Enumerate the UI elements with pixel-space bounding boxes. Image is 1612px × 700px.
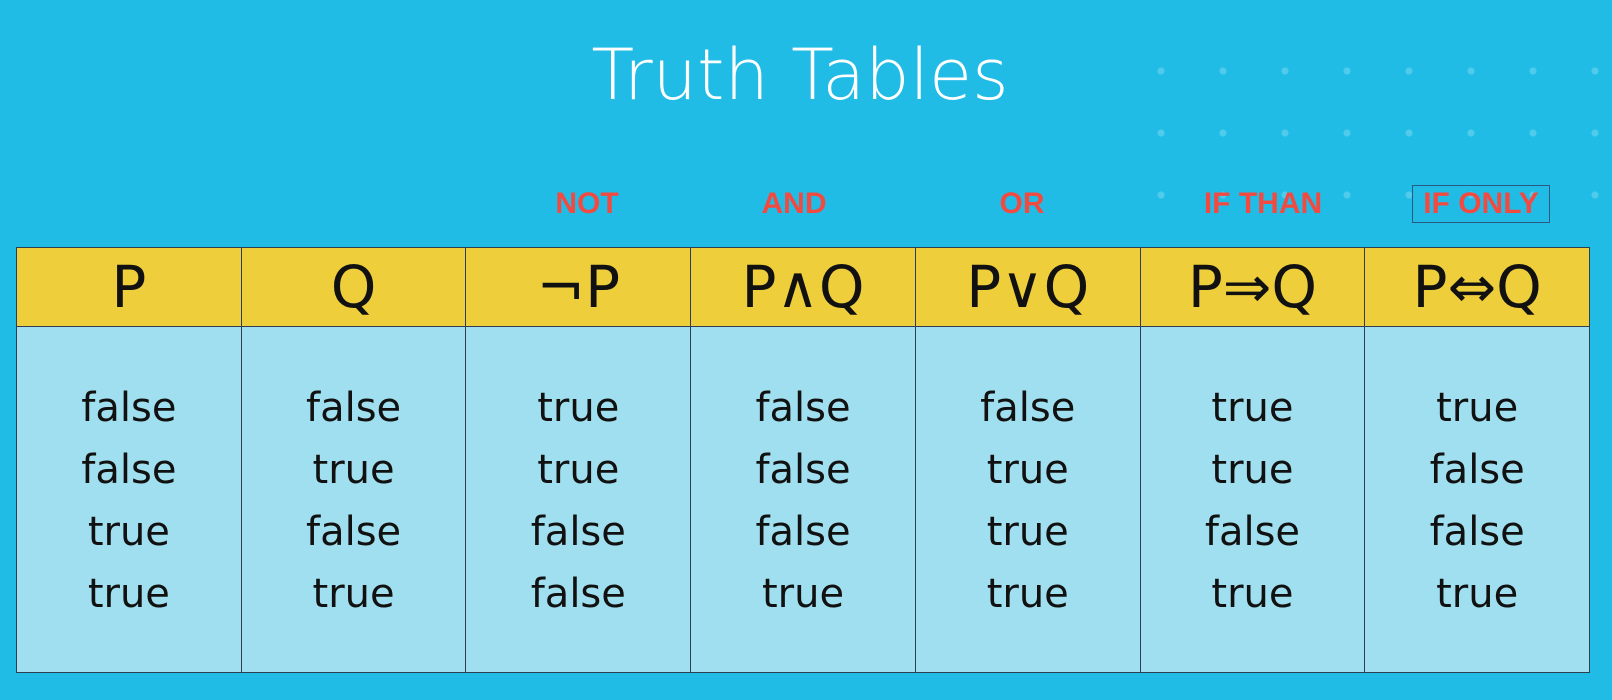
table-cell: true bbox=[1436, 385, 1519, 431]
table-column-p-and-q: P∧Q false false false true bbox=[691, 248, 916, 672]
column-values-q: false true false true bbox=[241, 327, 466, 672]
table-cell: true bbox=[537, 385, 620, 431]
table-cell: false bbox=[1429, 509, 1525, 555]
table-column-q: Q false true false true bbox=[241, 248, 467, 672]
column-header-p-and-q: P∧Q bbox=[691, 248, 915, 327]
truth-table: P false false true true Q false true fal… bbox=[16, 247, 1590, 673]
table-cell: true bbox=[986, 447, 1069, 493]
table-cell: true bbox=[87, 571, 170, 617]
table-cell: false bbox=[306, 509, 402, 555]
table-cell: false bbox=[306, 385, 402, 431]
table-column-p-implies-q: P⇒Q true true false true bbox=[1140, 248, 1366, 672]
slide-title: Truth Tables bbox=[591, 34, 1009, 116]
decorative-dot-pattern bbox=[1130, 40, 1610, 210]
table-cell: false bbox=[530, 571, 626, 617]
table-column-p-iff-q: P⇔Q true false false true bbox=[1365, 248, 1590, 672]
table-cell: false bbox=[755, 447, 851, 493]
table-cell: true bbox=[1211, 571, 1294, 617]
column-header-p-iff-q: P⇔Q bbox=[1365, 248, 1590, 327]
operator-label-or: OR bbox=[999, 187, 1045, 220]
column-header-p: P bbox=[17, 248, 241, 327]
operator-label-not: NOT bbox=[555, 187, 619, 220]
table-cell: false bbox=[81, 447, 177, 493]
table-cell: true bbox=[986, 509, 1069, 555]
table-cell: false bbox=[81, 385, 177, 431]
table-cell: false bbox=[530, 509, 626, 555]
column-header-not-p: ¬P bbox=[466, 248, 691, 327]
operator-label-if-only: IF ONLY bbox=[1412, 185, 1550, 223]
table-cell: true bbox=[312, 447, 395, 493]
column-values-p-iff-q: true false false true bbox=[1365, 327, 1590, 672]
column-header-p-or-q: P∨Q bbox=[915, 248, 1140, 327]
table-column-p: P false false true true bbox=[17, 248, 242, 672]
operator-label-if-than: IF THAN bbox=[1203, 187, 1323, 220]
table-cell: false bbox=[980, 385, 1076, 431]
table-cell: false bbox=[755, 509, 851, 555]
table-cell: false bbox=[755, 385, 851, 431]
table-cell: false bbox=[1429, 447, 1525, 493]
column-values-p-or-q: false true true true bbox=[915, 327, 1140, 672]
column-values-not-p: true true false false bbox=[466, 327, 691, 672]
operator-label-and: AND bbox=[761, 187, 827, 220]
table-cell: true bbox=[1436, 571, 1519, 617]
table-cell: true bbox=[312, 571, 395, 617]
table-cell: true bbox=[1211, 385, 1294, 431]
column-values-p: false false true true bbox=[17, 327, 241, 672]
table-cell: true bbox=[537, 447, 620, 493]
table-cell: true bbox=[761, 571, 845, 617]
table-cell: true bbox=[1211, 447, 1294, 493]
table-cell: true bbox=[986, 571, 1069, 617]
table-column-p-or-q: P∨Q false true true true bbox=[915, 248, 1141, 672]
table-column-not-p: ¬P true true false false bbox=[466, 248, 692, 672]
column-values-p-implies-q: true true false true bbox=[1140, 327, 1365, 672]
table-cell: true bbox=[87, 509, 170, 555]
table-cell: false bbox=[1204, 509, 1301, 555]
column-header-p-implies-q: P⇒Q bbox=[1140, 248, 1365, 327]
column-values-p-and-q: false false false true bbox=[691, 327, 915, 672]
column-header-q: Q bbox=[241, 248, 466, 327]
